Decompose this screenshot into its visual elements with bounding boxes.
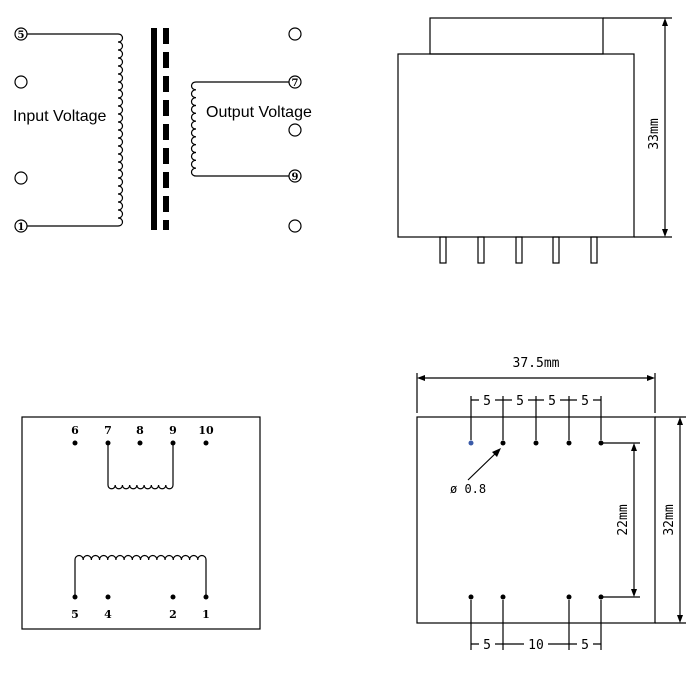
pin-dot (72, 440, 78, 446)
hole-dot (468, 440, 474, 446)
transformer-body (397, 53, 635, 238)
hole-dot (566, 440, 572, 446)
pin-dot (72, 594, 78, 600)
pin-dot (203, 594, 209, 600)
pitch-label: 10 (528, 638, 544, 653)
width-label-37-5mm: 37.5mm (513, 356, 560, 371)
label-mask (524, 637, 548, 651)
pin-label-7: 7 (292, 78, 299, 89)
hole-diameter-label: ø 0.8 (450, 482, 486, 496)
pin-number: 4 (104, 608, 112, 621)
bottom-view: 6 7 8 9 10 5 4 2 1 (21, 416, 261, 630)
height-label-33mm: 33mm (647, 118, 662, 149)
secondary-coil (190, 81, 197, 177)
side-pin (439, 236, 447, 264)
pin-circle (288, 75, 302, 89)
pin-number: 2 (169, 608, 177, 621)
arrowhead (631, 589, 637, 597)
pin-number: 9 (169, 424, 177, 437)
pin-label-1: 1 (18, 222, 25, 233)
side-view: 33mm (397, 17, 672, 264)
pin-number: 8 (136, 424, 144, 437)
arrowhead (677, 417, 683, 425)
arrowhead (662, 229, 668, 237)
pin-circle (14, 171, 28, 185)
side-pin (552, 236, 560, 264)
pin-dot (170, 594, 176, 600)
arrowhead (677, 615, 683, 623)
pitch-label: 5 (516, 394, 524, 409)
label-mask (479, 637, 495, 651)
hole-dot (598, 594, 604, 600)
output-voltage-label: Output Voltage (206, 104, 312, 121)
pitch-label: 5 (483, 638, 491, 653)
pin-number: 7 (104, 424, 112, 437)
pitch-label: 5 (548, 394, 556, 409)
side-pin (477, 236, 485, 264)
side-pin (515, 236, 523, 264)
pin-number: 10 (198, 424, 214, 437)
label-mask (544, 393, 560, 407)
hole-dot (598, 440, 604, 446)
label-mask (479, 393, 495, 407)
primary-winding (74, 554, 207, 561)
pin-number: 6 (71, 424, 79, 437)
arrowhead (647, 375, 655, 381)
span-label-22mm: 22mm (616, 504, 631, 535)
arrowhead (662, 18, 668, 26)
hole-dot (500, 440, 506, 446)
pin-number: 5 (71, 608, 79, 621)
pin-dot (137, 440, 143, 446)
pin-label-5: 5 (18, 30, 25, 41)
schematic: 5 1 Input Voltage Output Voltage 7 9 (13, 27, 312, 233)
label-mask (512, 393, 528, 407)
pin-dot (203, 440, 209, 446)
pin-circle (288, 169, 302, 183)
arrowhead (631, 443, 637, 451)
arrowhead (417, 375, 425, 381)
core-bar-solid (151, 28, 157, 230)
pin-circle (288, 219, 302, 233)
pin-circle (288, 27, 302, 41)
footprint: 37.5mm 5 5 5 5 ø 0.8 22mm (416, 356, 686, 653)
pitch-label: 5 (581, 638, 589, 653)
pin-number: 1 (202, 608, 210, 621)
input-voltage-label: Input Voltage (13, 108, 107, 125)
bobbin-top (429, 17, 604, 55)
hole-dot (533, 440, 539, 446)
bottom-outline (21, 416, 261, 630)
height-label-32mm: 32mm (662, 504, 677, 535)
hole-dot (468, 594, 474, 600)
label-mask (577, 637, 593, 651)
label-mask (577, 393, 593, 407)
pin-label-9: 9 (292, 172, 299, 183)
pin-dot (105, 594, 111, 600)
leader-line (467, 450, 499, 481)
pitch-label: 5 (483, 394, 491, 409)
side-pin (590, 236, 598, 264)
pin-circle (288, 123, 302, 137)
hole-dot (500, 594, 506, 600)
hole-dot (566, 594, 572, 600)
primary-coil (117, 33, 124, 227)
arrowhead (492, 448, 501, 457)
secondary-winding (107, 484, 174, 490)
pitch-label: 5 (581, 394, 589, 409)
pin-circle (14, 75, 28, 89)
